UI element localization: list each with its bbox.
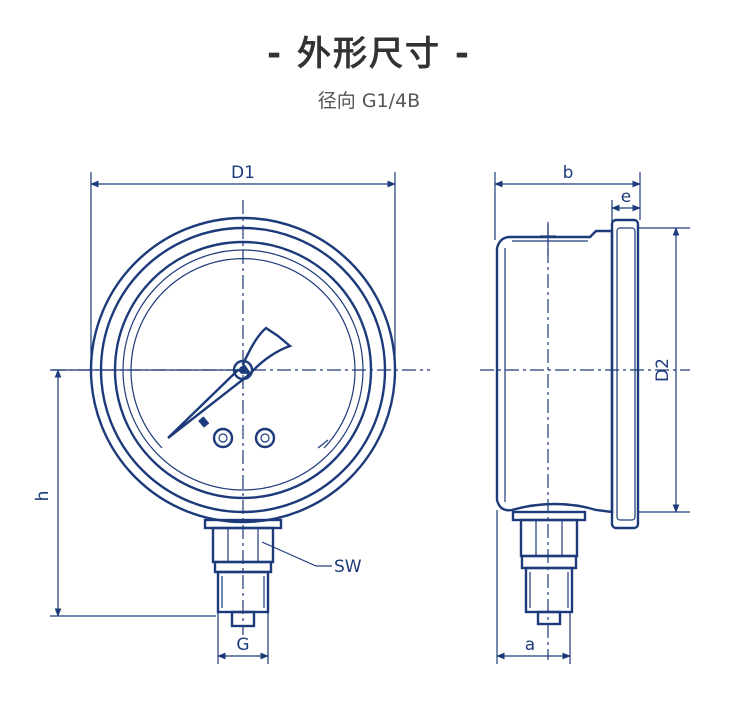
dimension-g: G [217,612,269,664]
label-b: b [563,163,574,183]
label-a: a [525,635,535,655]
case-body [495,229,614,514]
dimension-e: e [611,187,641,232]
dimension-d1: D1 [90,163,396,368]
page-subtitle: 径向 G1/4B [317,90,421,112]
dial-screw-right [254,427,276,449]
bezel-glass [616,227,636,521]
pointer-pivot [239,366,247,374]
side-view: b e D2 a [480,163,690,664]
scale-end-mark [317,439,329,449]
label-e: e [621,187,631,207]
dimension-b: b [494,163,641,240]
pointer-needle [167,368,253,439]
dimension-d2: D2 [638,227,690,513]
thread-tip [230,610,256,628]
label-sw: SW [334,557,362,577]
dimension-h: h [33,369,240,617]
label-d2: D2 [653,358,673,382]
label-g: G [236,635,249,655]
label-d1: D1 [231,163,255,183]
front-bezel-ring [610,218,640,530]
dial-scale-arc [130,258,356,449]
front-view: D1 h SW G [33,163,430,664]
dial-screw-left [212,427,234,449]
side-connection [511,510,587,626]
page-title: - 外形尺寸 - [267,34,471,74]
dimension-a: a [496,510,571,664]
dimension-sw: SW [261,541,362,577]
front-connection [203,518,283,628]
pointer-tail [241,326,293,376]
label-h: h [33,491,53,502]
dial-marker [198,416,210,428]
